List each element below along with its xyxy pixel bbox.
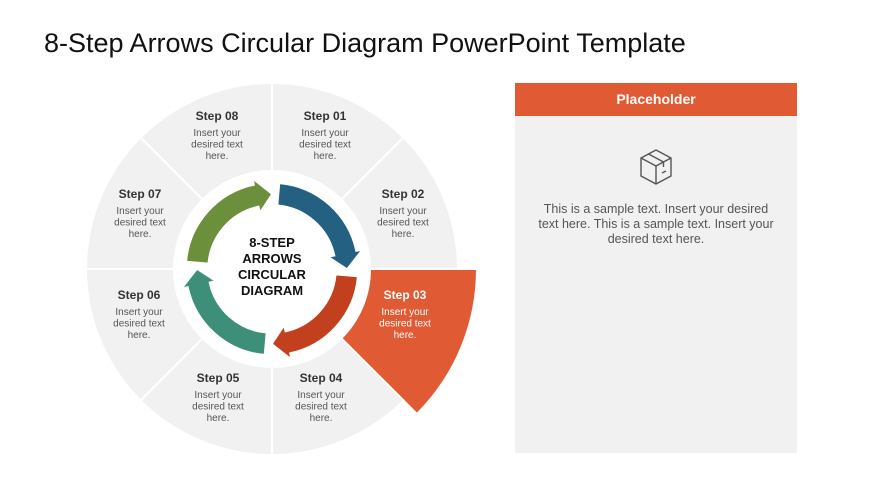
step-text-03: here. — [394, 330, 417, 341]
step-label-06: Step 06 — [118, 288, 161, 302]
step-text-04: here. — [310, 413, 333, 424]
step-segment-08 — [139, 81, 273, 202]
step-label-07: Step 07 — [119, 187, 162, 201]
step-text-07: desired text — [114, 218, 166, 229]
step-segment-03 — [339, 268, 479, 416]
step-text-08: here. — [206, 151, 229, 162]
center-text-line: CIRCULAR — [238, 267, 306, 282]
step-text-03: desired text — [379, 319, 431, 330]
step-label-02: Step 02 — [382, 187, 425, 201]
step-text-04: Insert your — [297, 390, 345, 401]
step-text-02: Insert your — [379, 206, 427, 217]
step-text-01: here. — [314, 151, 337, 162]
step-text-03: Insert your — [381, 307, 429, 318]
arrow-green — [185, 177, 274, 265]
placeholder-panel: Placeholder This is a sample text. Inser… — [515, 83, 797, 453]
step-text-04: desired text — [295, 402, 347, 413]
arrow-blue — [276, 182, 364, 271]
arrow-teal — [180, 267, 268, 356]
step-text-01: Insert your — [301, 128, 349, 139]
step-text-02: desired text — [377, 218, 429, 229]
diagram-arrows — [180, 177, 364, 361]
box-icon — [640, 149, 672, 185]
panel-body-text: This is a sample text. Insert your desir… — [538, 202, 774, 246]
step-label-01: Step 01 — [304, 109, 347, 123]
center-text-line: ARROWS — [242, 251, 302, 266]
slide-title: 8-Step Arrows Circular Diagram PowerPoin… — [44, 28, 686, 58]
step-label-08: Step 08 — [196, 109, 239, 123]
arrow-red — [270, 273, 359, 361]
step-text-07: here. — [129, 229, 152, 240]
step-label-04: Step 04 — [300, 371, 343, 385]
step-text-05: Insert your — [194, 390, 242, 401]
step-text-08: desired text — [191, 140, 243, 151]
step-label-05: Step 05 — [197, 371, 240, 385]
center-text-line: DIAGRAM — [241, 283, 303, 298]
step-text-06: here. — [128, 330, 151, 341]
step-text-07: Insert your — [116, 206, 164, 217]
panel-header: Placeholder — [515, 83, 797, 116]
step-text-01: desired text — [299, 140, 351, 151]
step-text-06: Insert your — [115, 307, 163, 318]
step-text-05: desired text — [192, 402, 244, 413]
step-text-06: desired text — [113, 319, 165, 330]
step-text-02: here. — [392, 229, 415, 240]
step-text-05: here. — [207, 413, 230, 424]
step-text-08: Insert your — [193, 128, 241, 139]
step-label-03: Step 03 — [384, 288, 427, 302]
center-text-line: 8-STEP — [249, 235, 295, 250]
